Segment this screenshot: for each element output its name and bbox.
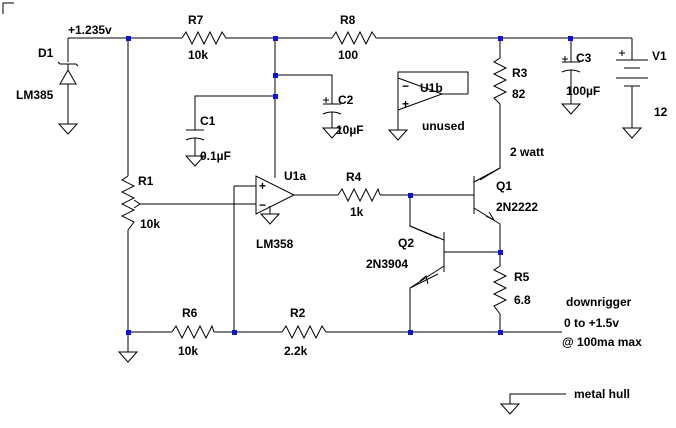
capacitor-c3 [561, 56, 581, 74]
junction-dot [273, 73, 278, 78]
junction-dot [498, 330, 503, 335]
label-r3-ref: R3 [512, 66, 528, 80]
resistor-r4 [337, 187, 381, 203]
output-label-line2: 0 to +1.5v [564, 316, 619, 330]
ground-icon [321, 127, 343, 139]
opamp-u1a-plus-pin: + [259, 179, 266, 193]
junction-dot [568, 36, 573, 41]
potentiometer-r1 [120, 175, 141, 231]
opamp-u1a: + − [255, 175, 296, 215]
label-v1-value: 12 [654, 105, 668, 119]
junction-dot [273, 36, 278, 41]
label-u1a-value: LM358 [256, 237, 294, 251]
junction-dot [273, 94, 278, 99]
label-r4-ref: R4 [346, 170, 362, 184]
junction-dot [126, 36, 131, 41]
label-r2-value: 2.2k [284, 344, 308, 358]
junction-dot [498, 250, 503, 255]
label-q1-value: 2N2222 [496, 200, 538, 214]
resistor-r3 [492, 57, 508, 105]
resistor-r5 [492, 265, 508, 315]
label-u1a-ref: U1a [284, 169, 306, 183]
battery-v1 [616, 50, 648, 94]
label-q2-ref: Q2 [398, 236, 414, 250]
label-r4-value: 1k [350, 205, 364, 219]
junction-dot [408, 193, 413, 198]
label-r5-ref: R5 [514, 270, 530, 284]
junction-dot [498, 36, 503, 41]
ground-icon [57, 123, 79, 135]
resistor-r2 [281, 324, 327, 340]
junction-dot [232, 330, 237, 335]
label-c2-ref: C2 [338, 93, 354, 107]
label-q2-value: 2N3904 [366, 257, 408, 271]
label-c1-value: 0.1µF [200, 149, 231, 163]
label-u1b-value: unused [422, 119, 465, 133]
label-r7-value: 10k [188, 48, 208, 62]
resistor-r8 [331, 30, 377, 46]
ground-icon [184, 155, 206, 167]
output-label-line1: downrigger [566, 295, 632, 309]
resistor-r6 [171, 324, 215, 340]
label-r3-value: 82 [512, 87, 526, 101]
net-label-vref: +1.235v [68, 23, 112, 37]
capacitor-c2 [322, 97, 342, 118]
label-r1-value: 10k [140, 217, 160, 231]
label-r6-value: 10k [178, 344, 198, 358]
ground-symbols [57, 103, 643, 415]
label-r8-value: 100 [338, 48, 358, 62]
label-c3-value: 100µF [566, 84, 600, 98]
ground-icon [387, 129, 409, 141]
ground-icon [560, 103, 582, 115]
label-q1-ref: Q1 [496, 179, 512, 193]
label-r3-note: 2 watt [510, 145, 544, 159]
label-r8-ref: R8 [340, 13, 356, 27]
junction-dot [408, 330, 413, 335]
corner-mark [2, 2, 14, 14]
junction-dot [126, 330, 131, 335]
label-d1-value: LM385 [16, 88, 54, 102]
label-c3-ref: C3 [576, 51, 592, 65]
opamp-u1b: − + [397, 77, 444, 111]
ground-icon [117, 351, 139, 363]
transistor-q2 [409, 225, 445, 289]
opamp-u1b-plus-pin: + [402, 97, 409, 111]
label-c1-ref: C1 [200, 114, 216, 128]
wires [67, 37, 633, 404]
hull-label: metal hull [574, 387, 630, 401]
label-v1-ref: V1 [652, 49, 667, 63]
capacitor-c1 [185, 129, 205, 146]
label-r1-ref: R1 [138, 174, 154, 188]
zener-diode-d1 [57, 61, 79, 85]
transistor-q1 [473, 167, 501, 225]
label-c2-value: 10µF [336, 123, 364, 137]
ground-icon [259, 213, 281, 225]
label-d1-ref: D1 [38, 46, 54, 60]
opamp-u1a-minus-pin: − [259, 198, 266, 212]
opamp-u1b-minus-pin: − [402, 79, 409, 93]
output-label-line3: @ 100ma max [562, 335, 642, 349]
ground-icon [499, 403, 521, 415]
label-u1b-ref: U1b [420, 81, 443, 95]
label-r2-ref: R2 [290, 306, 306, 320]
resistor-r7 [181, 30, 230, 46]
label-r5-value: 6.8 [514, 293, 531, 307]
ground-icon [621, 127, 643, 139]
junctions [126, 36, 573, 335]
label-r7-ref: R7 [188, 13, 204, 27]
label-r6-ref: R6 [182, 306, 198, 320]
